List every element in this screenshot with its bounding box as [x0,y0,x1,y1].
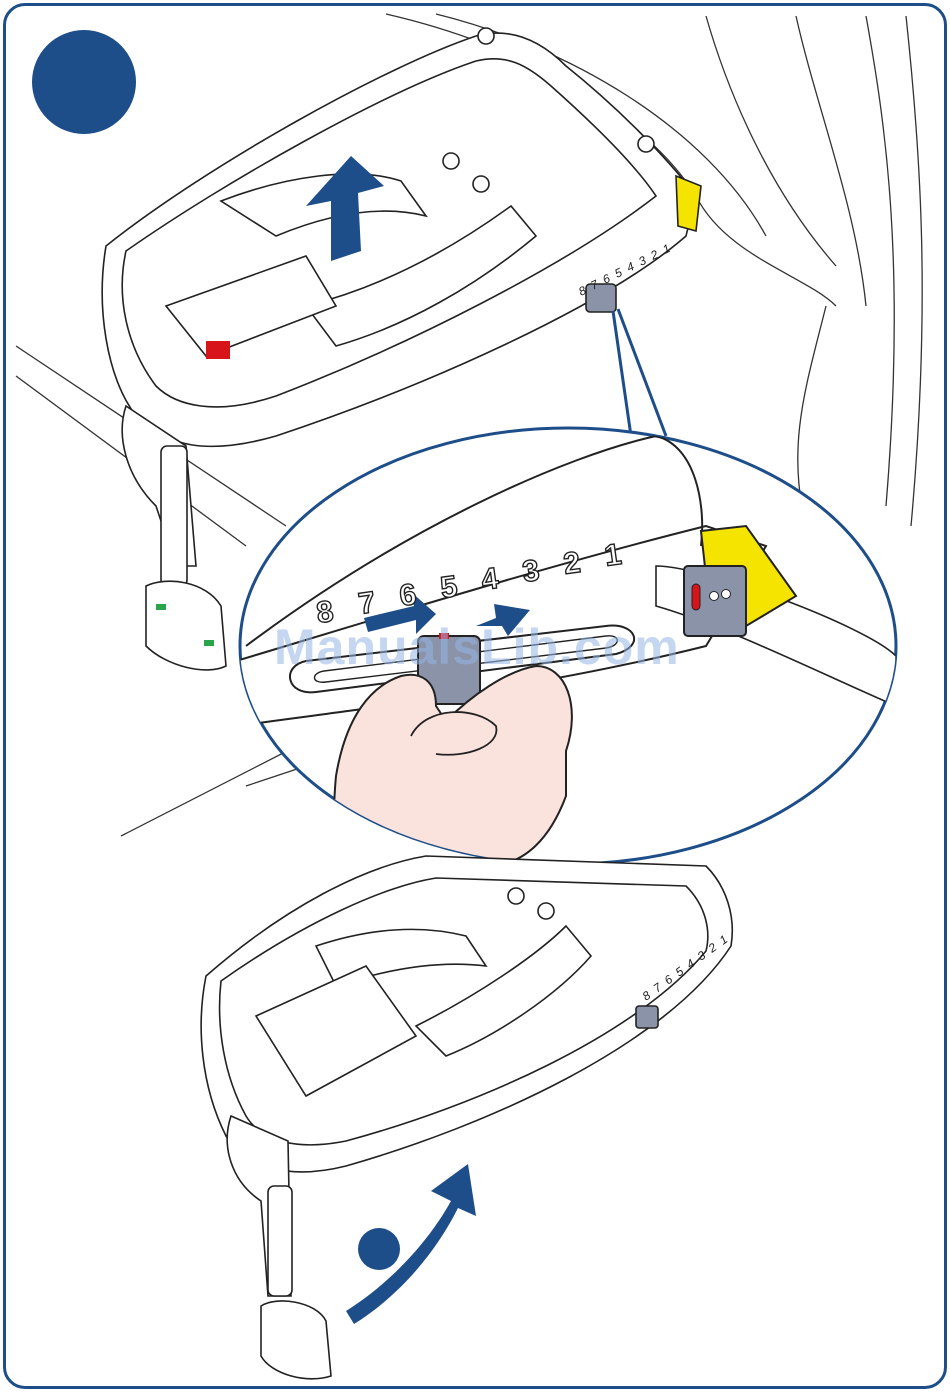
sub-step-badge [358,1228,400,1270]
illustration-frame: 8 7 6 5 4 3 2 1 [3,3,947,1389]
installation-illustration: 8 7 6 5 4 3 2 1 [6,6,947,1389]
zoom-callout-lines [613,309,666,436]
isofix-base-bottom [201,856,732,1379]
step-number-badge [32,30,136,134]
watermark-text: ManualsLib.com [274,618,680,676]
